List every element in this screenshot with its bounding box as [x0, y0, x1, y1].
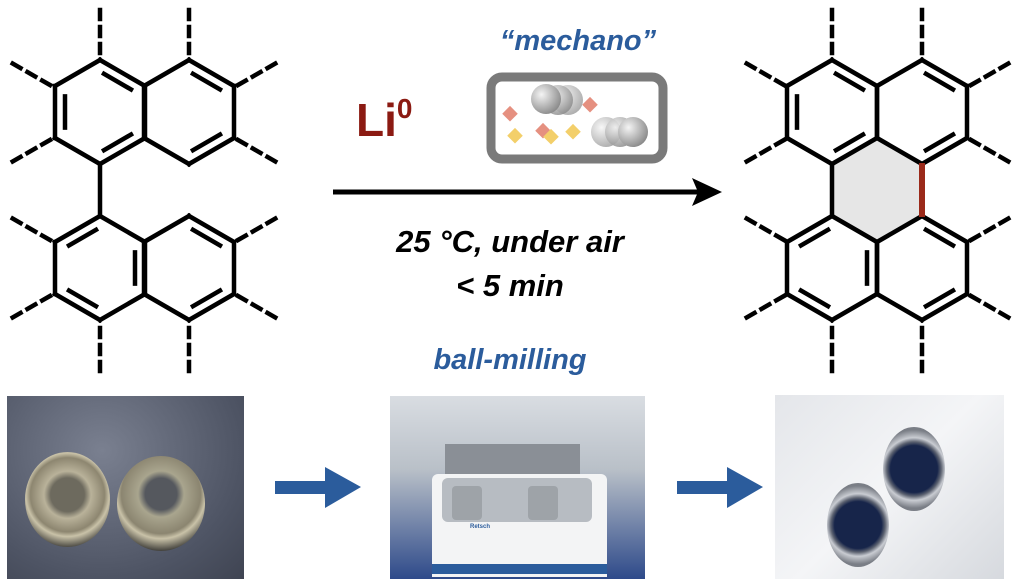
- bond: [96, 134, 149, 168]
- double-bond: [65, 287, 100, 310]
- conditions-line-2: < 5 min: [456, 268, 564, 303]
- substituent-dash: [234, 136, 282, 167]
- reagent-superscript: 0: [397, 93, 413, 124]
- bond: [783, 290, 836, 324]
- reagent-label: Li0: [356, 93, 412, 146]
- substituent-dash: [234, 213, 282, 244]
- mechano-label: “mechano”: [500, 25, 657, 57]
- bond: [783, 212, 836, 246]
- substituent-dash: [740, 292, 788, 323]
- substituent-dash: [967, 292, 1015, 323]
- bond: [140, 56, 193, 90]
- process-arrow-1: [275, 467, 361, 508]
- double-bond: [797, 226, 832, 249]
- double-bond: [922, 70, 957, 93]
- bond: [783, 56, 836, 90]
- bond: [96, 212, 149, 246]
- substituent-dash: [234, 292, 282, 323]
- bond: [51, 212, 104, 246]
- bond: [140, 212, 193, 246]
- double-bond: [922, 131, 957, 154]
- substituent-dash: [740, 136, 788, 167]
- bond: [918, 290, 971, 324]
- jar-half-with-lithium: [117, 456, 205, 551]
- bond: [873, 134, 926, 168]
- milling-jar-icon: [486, 72, 668, 164]
- bond: [873, 56, 926, 90]
- double-bond: [797, 287, 832, 310]
- process-arrow-2: [677, 467, 763, 508]
- double-bond: [832, 131, 867, 154]
- conditions-line-1: 25 °C, under air: [395, 224, 626, 259]
- photo-milling-jars-after: [775, 395, 1004, 579]
- substituent-dash: [740, 213, 788, 244]
- bond: [140, 134, 193, 168]
- substituent-dash: [6, 58, 54, 89]
- bond: [96, 56, 149, 90]
- jar-with-product: [883, 427, 945, 511]
- bond: [918, 212, 971, 246]
- jar-logo: Retsch: [470, 524, 491, 530]
- bond: [918, 56, 971, 90]
- jar-half: [25, 452, 110, 547]
- substituent-dash: [6, 292, 54, 323]
- bond: [185, 56, 238, 90]
- bond: [51, 134, 104, 168]
- bond: [185, 134, 238, 168]
- method-label: ball-milling: [433, 344, 586, 376]
- new-ring-highlight: [832, 138, 922, 242]
- bond: [96, 290, 149, 324]
- double-bond: [100, 70, 135, 93]
- double-bond: [100, 131, 135, 154]
- double-bond: [189, 70, 224, 93]
- double-bond: [189, 226, 224, 249]
- double-bond: [65, 226, 100, 249]
- substituent-dash: [740, 58, 788, 89]
- double-bond: [922, 287, 957, 310]
- bond: [828, 134, 881, 168]
- substituent-dash: [6, 136, 54, 167]
- double-bond: [189, 131, 224, 154]
- bond: [185, 290, 238, 324]
- double-bond: [922, 226, 957, 249]
- substituent-dash: [234, 58, 282, 89]
- reagent-symbol: Li: [356, 94, 397, 146]
- substituent-dash: [967, 213, 1015, 244]
- reaction-arrow: [333, 178, 722, 206]
- substituent-dash: [967, 58, 1015, 89]
- bond: [140, 290, 193, 324]
- bond: [828, 290, 881, 324]
- bond: [51, 290, 104, 324]
- bond: [828, 212, 881, 246]
- bond: [873, 212, 926, 246]
- bond: [918, 134, 971, 168]
- perylene-product: [740, 7, 1015, 375]
- double-bond: [832, 70, 867, 93]
- bond: [873, 290, 926, 324]
- jar-with-product: [827, 483, 889, 567]
- substituent-dash: [6, 213, 54, 244]
- bond: [51, 56, 104, 90]
- bond: [783, 134, 836, 168]
- substituent-dash: [967, 136, 1015, 167]
- binaphthyl-reactant: [6, 7, 282, 375]
- photo-ball-mill-machine: Retsch: [390, 396, 645, 579]
- photo-milling-jars-before: [7, 396, 244, 579]
- double-bond: [189, 287, 224, 310]
- bond: [185, 212, 238, 246]
- bond: [828, 56, 881, 90]
